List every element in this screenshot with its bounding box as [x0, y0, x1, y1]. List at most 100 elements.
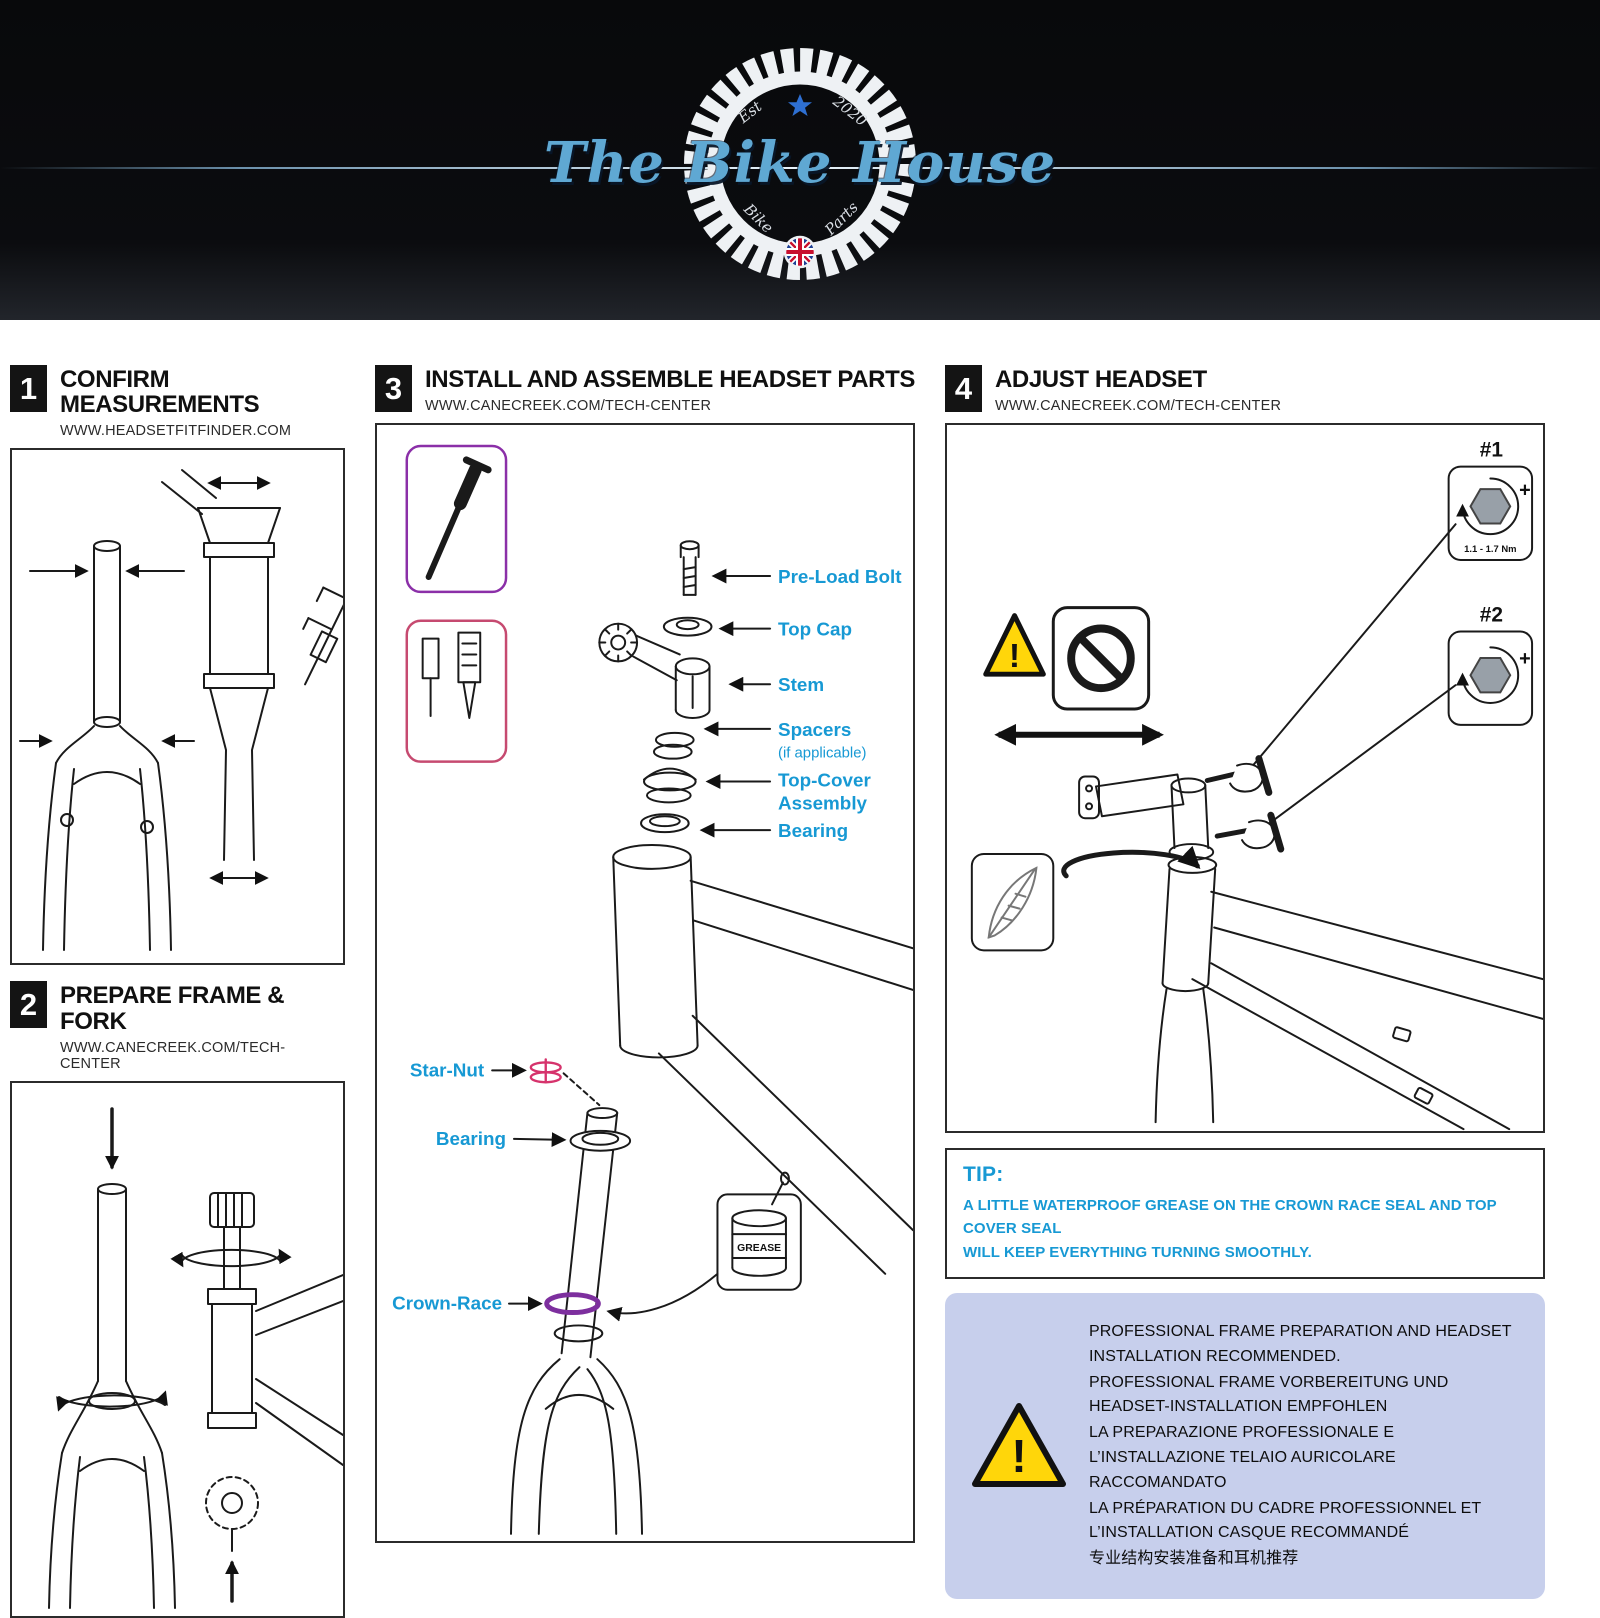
star-nut-drawing: [529, 1058, 562, 1084]
tip-text-line2: WILL KEEP EVERYTHING TURNING SMOOTHLY.: [963, 1243, 1312, 1261]
brand-name: The Bike House: [543, 130, 1057, 196]
hex-wrench-icon-2: [1447, 630, 1534, 727]
disclaimer-text: PROFESSIONAL FRAME PREPARATION AND HEADS…: [1089, 1319, 1521, 1573]
plus-icon: +: [1519, 480, 1531, 502]
banner-divider-line: [0, 167, 1600, 169]
stem-drawing: [598, 622, 711, 720]
upper-bearing-drawing: [640, 813, 690, 834]
head-tube-ream-drawing: [170, 1191, 343, 1603]
step-3-section: 3 INSTALL AND ASSEMBLE HEADSET PARTS WWW…: [375, 365, 915, 1544]
step-2-number: 2: [10, 981, 47, 1029]
uk-flag-icon: [783, 235, 817, 269]
assembly-diagram: GREASE Pre-Load Bolt Top Cap Stem Spacer…: [392, 444, 913, 1536]
step-3-header: 3 INSTALL AND ASSEMBLE HEADSET PARTS WWW…: [375, 365, 915, 414]
top-cover-label-line2: Assembly: [778, 792, 868, 813]
step-1-panel: [10, 448, 345, 966]
top-cover-drawing: [643, 767, 697, 804]
pointer-line-2: [1261, 684, 1457, 830]
stem-label: Stem: [778, 674, 824, 695]
column-2: 3 INSTALL AND ASSEMBLE HEADSET PARTS WWW…: [375, 365, 915, 1618]
step-4-url: WWW.CANECREEK.COM/TECH-CENTER: [995, 398, 1282, 415]
part-labels-right: Pre-Load Bolt Top Cap Stem Spacers (if a…: [699, 566, 902, 841]
pointer-line-1: [1245, 523, 1457, 774]
step-1-section: 1 CONFIRM MEASUREMENTS WWW.HEADSETFITFIN…: [10, 365, 345, 966]
star-nut-label: Star-Nut: [410, 1059, 485, 1080]
prohibition-icon: [1051, 606, 1151, 711]
step-3-panel: GREASE Pre-Load Bolt Top Cap Stem Spacer…: [375, 423, 915, 1544]
banner: Est 2020 Bike Parts The Bike House: [0, 0, 1600, 320]
step-2-section: 2 PREPARE FRAME & FORK WWW.CANECREEK.COM…: [10, 981, 345, 1618]
step-2-header: 2 PREPARE FRAME & FORK WWW.CANECREEK.COM…: [10, 981, 345, 1072]
step-4-section: 4 ADJUST HEADSET WWW.CANECREEK.COM/TECH-…: [945, 365, 1545, 1134]
step1-marker-label: #1: [1480, 439, 1504, 462]
step2-marker-label: #2: [1480, 604, 1503, 627]
pointing-hand-icon-1: [1204, 755, 1273, 797]
disclaimer-text-fr: LA PRÉPARATION DU CADRE PROFESSIONNEL ET…: [1089, 1499, 1481, 1542]
grease-label: GREASE: [737, 1243, 781, 1254]
tip-box: TIP: A LITTLE WATERPROOF GREASE ON THE C…: [945, 1148, 1545, 1279]
crown-race-label: Crown-Race: [392, 1293, 502, 1314]
lower-bearing-label: Bearing: [436, 1128, 506, 1149]
grease-arrow: [606, 1273, 719, 1322]
torque-step-2: #2 +: [1447, 604, 1534, 727]
warning-triangle-icon: !: [983, 613, 1046, 677]
feather-box: [970, 853, 1055, 952]
prepare-diagram: [48, 1107, 343, 1609]
step-1-header: 1 CONFIRM MEASUREMENTS WWW.HEADSETFITFIN…: [10, 365, 345, 439]
step-4-header: 4 ADJUST HEADSET WWW.CANECREEK.COM/TECH-…: [945, 365, 1545, 414]
step-3-url: WWW.CANECREEK.COM/TECH-CENTER: [425, 398, 712, 415]
step-4-title: ADJUST HEADSET: [995, 366, 1207, 393]
crown-race-drawing: [544, 1292, 601, 1316]
disclaimer-text-it: LA PREPARAZIONE PROFESSIONALE E L’INSTAL…: [1089, 1424, 1396, 1491]
step-2-title: PREPARE FRAME & FORK: [60, 982, 285, 1035]
chainring-teeth: [684, 48, 916, 280]
bike-house-logo: Est 2020 Bike Parts: [684, 48, 916, 280]
spacers-drawing: [652, 732, 695, 760]
step-2-panel: [10, 1080, 345, 1618]
adjust-diagram: #1 + 1.1 - 1.7 Nm #2 +: [970, 439, 1543, 1131]
pointing-hand-icon-2: [1214, 811, 1285, 853]
step-3-number: 3: [375, 365, 412, 412]
spacers-label: Spacers: [778, 719, 851, 740]
warning-triangle-icon: !: [972, 1402, 1066, 1487]
step-4-number: 4: [945, 365, 982, 412]
top-cover-label-line1: Top-Cover: [778, 770, 871, 791]
svg-text:!: !: [1011, 1430, 1026, 1482]
star-icon: [788, 94, 812, 116]
fork-drawing: [510, 1107, 644, 1536]
tip-title: TIP:: [963, 1163, 1004, 1187]
frame-drawing: [612, 844, 913, 1276]
grease-can-icon: [716, 1171, 802, 1291]
preload-bolt-label: Pre-Load Bolt: [778, 566, 902, 587]
plus-icon: +: [1519, 648, 1531, 670]
stem-assembly-drawing: [1061, 773, 1543, 1131]
caliper-icon: [302, 586, 343, 686]
top-cap-label: Top Cap: [778, 619, 852, 640]
step-1-url: WWW.HEADSETFITFINDER.COM: [60, 423, 292, 440]
setting-tool-icon: [405, 619, 508, 764]
step-1-number: 1: [10, 365, 47, 412]
slide-hammer-tool-icon: [405, 444, 508, 594]
part-labels-left: Star-Nut Bearing Crown-Race: [392, 1059, 567, 1314]
step-4-panel: #1 + 1.1 - 1.7 Nm #2 +: [945, 423, 1545, 1134]
disclaimer-box: ! PROFESSIONAL FRAME PREPARATION AND HEA…: [945, 1292, 1545, 1599]
spacers-note-label: (if applicable): [778, 746, 867, 762]
content: 1 CONFIRM MEASUREMENTS WWW.HEADSETFITFIN…: [0, 320, 1600, 1618]
fork-steerer-drawing: [42, 540, 172, 952]
disclaimer-text-zh: 专业结构安装准备和耳机推荐: [1089, 1550, 1299, 1568]
star-nut-guide-line: [562, 1072, 601, 1107]
step-3-title: INSTALL AND ASSEMBLE HEADSET PARTS: [425, 366, 915, 393]
head-tube-drawing: [161, 469, 281, 886]
tip-text-line1: A LITTLE WATERPROOF GREASE ON THE CROWN …: [963, 1197, 1497, 1238]
torque-value: 1.1 - 1.7 Nm: [1464, 543, 1516, 554]
fork-press-drawing: [48, 1107, 176, 1609]
column-1: 1 CONFIRM MEASUREMENTS WWW.HEADSETFITFIN…: [10, 365, 345, 1618]
column-3: 4 ADJUST HEADSET WWW.CANECREEK.COM/TECH-…: [945, 365, 1545, 1618]
top-cap-drawing: [662, 616, 713, 637]
step-2-url: WWW.CANECREEK.COM/TECH-CENTER: [60, 1039, 286, 1072]
torque-step-1: #1 + 1.1 - 1.7 Nm: [1447, 439, 1534, 562]
disclaimer-text-de: PROFESSIONAL FRAME VORBEREITUNG UND HEAD…: [1089, 1373, 1449, 1416]
step-1-title: CONFIRM MEASUREMENTS: [60, 366, 260, 419]
feather-icon: [987, 866, 1038, 940]
